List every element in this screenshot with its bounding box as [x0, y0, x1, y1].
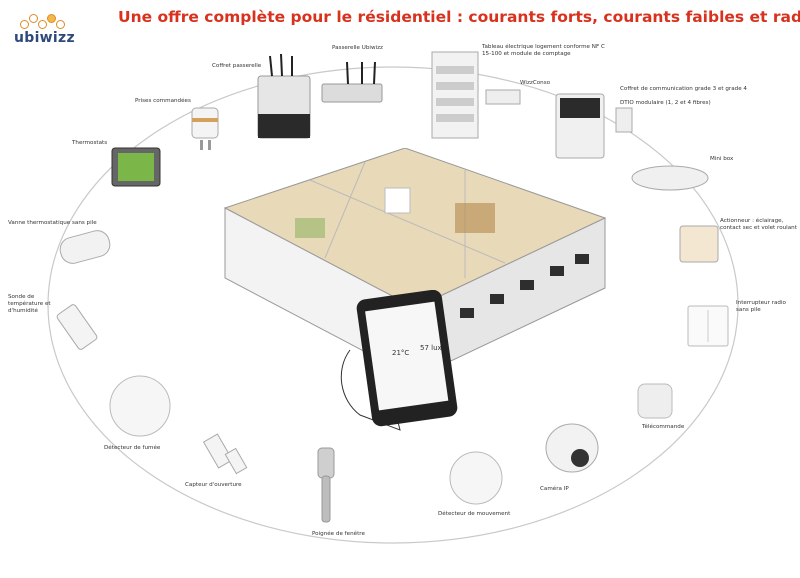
smartphone-app — [340, 290, 458, 431]
prise-commandee-device — [191, 107, 219, 150]
vanne-thermostatique-device — [59, 230, 111, 264]
label-passerelle-ubiwizz: Passerelle Ubiwizz — [332, 45, 383, 51]
page-title: Une offre complète pour le résidentiel :… — [118, 8, 800, 26]
label-tableau: Tableau électrique logement conforme NF … — [482, 44, 605, 57]
label-vanne: Vanne thermostatique sans pile — [8, 220, 97, 226]
label-coffret-com: Coffret de communication grade 3 et grad… — [620, 86, 747, 92]
phone-lux: 57 lux — [420, 344, 442, 352]
dtio-device — [615, 107, 633, 133]
label-ouverture: Capteur d'ouverture — [185, 482, 242, 488]
telecommande-device — [637, 383, 673, 419]
poignee-fenetre-device — [317, 447, 335, 523]
label-interrupteur: Interrupteur radio sans pile — [736, 300, 786, 313]
mini-box-device — [631, 165, 709, 191]
actionneur-device — [679, 225, 719, 263]
label-mouvement: Détecteur de mouvement — [438, 511, 511, 517]
label-sonde: Sonde de température et d'humidité — [8, 294, 51, 314]
capteur-ouverture-device — [202, 433, 248, 475]
label-thermostats: Thermostats — [72, 140, 108, 146]
detecteur-fumee-device — [109, 375, 171, 437]
label-telecommande: Télécommande — [642, 424, 685, 430]
brand-name: ubiwizz — [14, 30, 75, 46]
sonde-device — [56, 304, 98, 350]
passerelle-ubiwizz-device — [321, 61, 383, 103]
label-camera: Caméra IP — [540, 486, 569, 492]
coffret-passerelle-device — [257, 53, 311, 139]
camera-ip-device — [545, 423, 599, 473]
label-prises: Prises commandées — [135, 98, 191, 104]
label-fumee: Détecteur de fumée — [104, 445, 161, 451]
label-poignee: Poignée de fenêtre — [312, 531, 365, 537]
tableau-electrique-device — [431, 51, 479, 139]
label-coffret-passerelle: Coffret passerelle — [212, 63, 262, 69]
wizzconso-device — [485, 89, 521, 105]
label-wizzconso: WizzConso — [520, 80, 551, 86]
interrupteur-device — [687, 305, 729, 347]
label-dtio: DTIO modulaire (1, 2 et 4 fibres) — [620, 100, 711, 106]
label-minibox: Mini box — [710, 156, 734, 162]
ubiwizz-logo: ubiwizz — [6, 6, 76, 46]
coffret-communication-device — [555, 93, 605, 159]
phone-temp: 21°C — [392, 349, 410, 357]
label-actionneur: Actionneur : éclairage, contact sec et v… — [720, 218, 797, 231]
detecteur-mouvement-device — [449, 451, 503, 505]
thermostat-device — [111, 147, 161, 187]
